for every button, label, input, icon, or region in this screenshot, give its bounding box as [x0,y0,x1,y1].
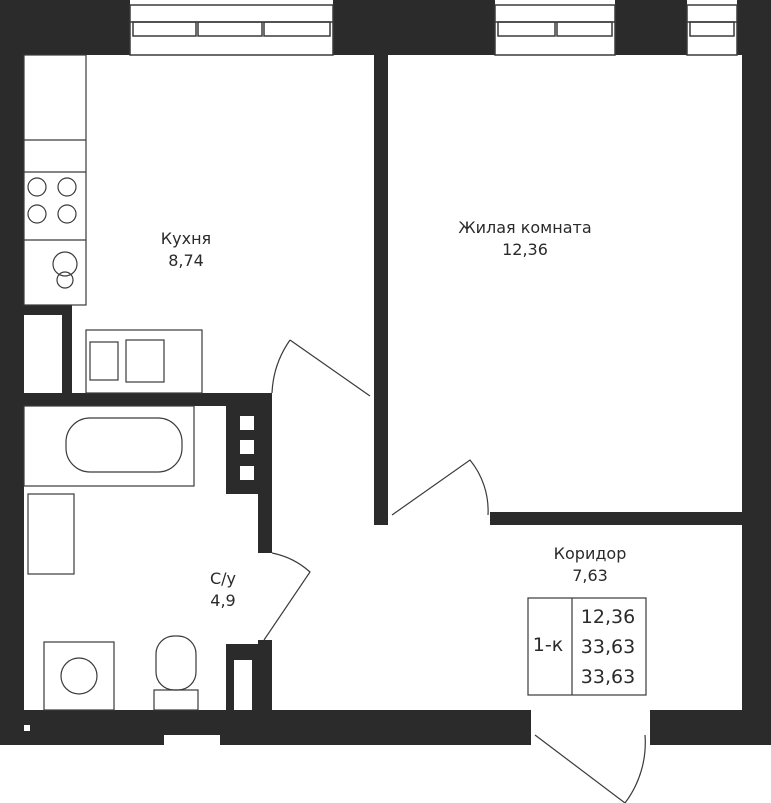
room-label-kitchen: Кухня 8,74 [140,228,232,272]
bathroom-name: С/у [209,569,237,588]
walls [0,0,771,745]
kitchen-fixtures [23,54,647,711]
area-summary-box: 1-к 12,36 33,63 33,63 [528,598,646,695]
room-label-bathroom: С/у 4,9 [190,568,256,612]
wall-openings [24,416,254,745]
bathroom-area: 4,9 [210,591,236,610]
corridor-name: Коридор [553,544,627,563]
total-area-value-2: 33,63 [580,666,636,688]
kitchen-area: 8,74 [168,251,204,270]
living-name: Жилая комната [458,218,592,237]
living-area-value: 12,36 [580,606,636,628]
apartment-type: 1-к [532,634,564,656]
room-label-living: Жилая комната 12,36 [440,217,610,261]
corridor-area: 7,63 [572,566,608,585]
area-values: 12,36 33,63 33,63 [572,602,644,692]
living-area: 12,36 [502,240,548,259]
kitchen-name: Кухня [160,229,212,248]
total-area-value: 33,63 [580,636,636,658]
windows [129,4,738,56]
room-label-corridor: Коридор 7,63 [535,543,645,587]
